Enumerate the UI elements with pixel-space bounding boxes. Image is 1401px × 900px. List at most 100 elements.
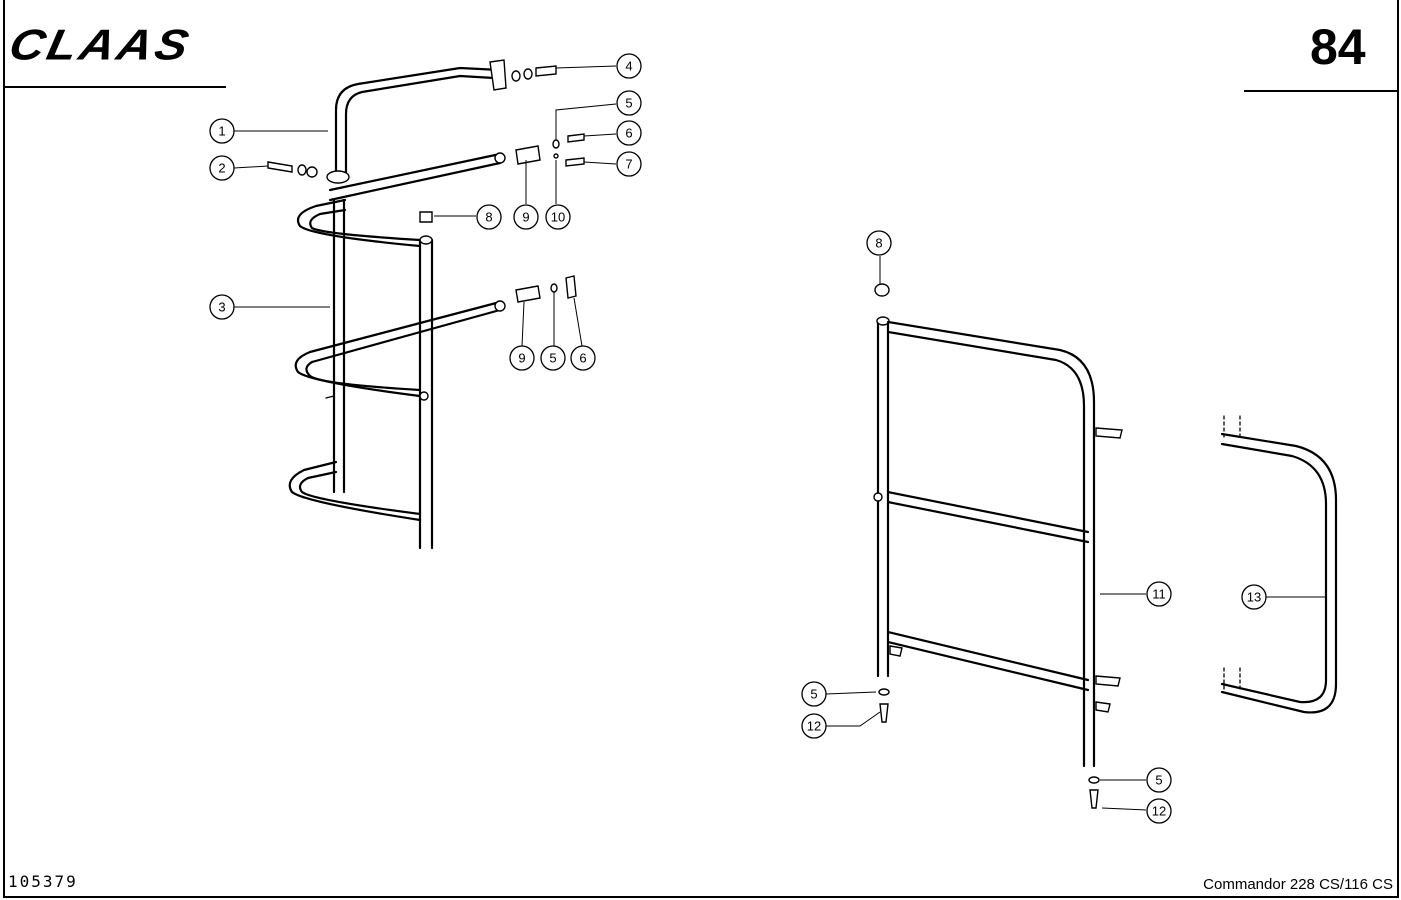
gate-tab-left	[889, 645, 903, 657]
gate-post-top	[876, 316, 890, 326]
callout-12a: 12	[801, 713, 827, 739]
leader-2	[233, 165, 269, 169]
bolt-7	[565, 157, 585, 167]
washer-4	[523, 68, 533, 80]
callout-label: 13	[1247, 590, 1261, 605]
callout-7: 7	[616, 151, 642, 177]
callout-label: 12	[807, 719, 821, 734]
callout-label: 5	[549, 351, 556, 366]
callout-9b: 9	[509, 345, 535, 371]
crossbar-end	[494, 152, 506, 164]
callout-label: 8	[485, 210, 492, 225]
leader-6b	[573, 297, 583, 347]
frame-bottom-border	[3, 896, 1399, 898]
bow-outer	[1220, 432, 1338, 714]
callout-label: 5	[1155, 773, 1162, 788]
leader-12a	[826, 711, 881, 727]
callout-8b: 8	[866, 230, 892, 256]
middle-loop	[294, 350, 422, 398]
callout-3: 3	[209, 294, 235, 320]
callout-4: 4	[616, 53, 642, 79]
header-rule-right	[1244, 90, 1399, 92]
callout-label: 9	[522, 210, 529, 225]
bottom-loop-inner	[298, 470, 422, 516]
handle-foot-plate	[326, 170, 350, 184]
leader-6a	[583, 133, 617, 137]
gate-top-rail-inner	[886, 330, 1086, 768]
callout-label: 5	[625, 96, 632, 111]
washer-5-gate-left	[878, 688, 890, 696]
bow-mount-lines-top	[1223, 415, 1241, 439]
frame-left-border	[3, 0, 5, 898]
callout-13: 13	[1241, 584, 1267, 610]
callout-label: 12	[1152, 804, 1166, 819]
washer-10	[553, 153, 559, 159]
callout-label: 10	[551, 210, 565, 225]
leader-5c	[825, 691, 877, 695]
screw-12-gate-left	[879, 703, 889, 723]
handle-tube	[334, 66, 502, 182]
gate-top-rail	[886, 320, 1096, 768]
cap-8-upper	[419, 211, 433, 223]
leader-12b	[1101, 807, 1147, 811]
bolt-4	[535, 65, 557, 77]
leader-lines	[233, 65, 1326, 811]
upper-crossbar	[328, 152, 502, 192]
gate-tab-lower	[1095, 701, 1111, 713]
callout-label: 1	[218, 124, 225, 139]
leader-4	[555, 65, 617, 69]
middle-crossbar	[308, 300, 502, 354]
upper-crossbar-inner	[328, 161, 502, 202]
bow-inner	[1220, 442, 1328, 704]
callout-label: 9	[518, 351, 525, 366]
callout-label: 2	[218, 161, 225, 176]
drawing-number: 105379	[8, 872, 78, 891]
gate-assembly-right	[873, 283, 1338, 809]
header-rule-left	[3, 86, 226, 88]
callout-5c: 5	[801, 681, 827, 707]
gate-bottom-rail	[886, 630, 1090, 682]
callout-label: 4	[625, 59, 632, 74]
frame-right-border	[1397, 0, 1399, 898]
handle-tube-inner	[344, 74, 496, 182]
gate-middle-joint	[873, 492, 883, 502]
leader-7	[583, 161, 617, 165]
middle-crossbar-end	[494, 300, 506, 312]
callout-label: 6	[625, 126, 632, 141]
middle-joint	[419, 391, 429, 401]
washer-2	[297, 164, 307, 176]
sleeve-9-lower	[515, 285, 541, 303]
callout-5a: 5	[616, 90, 642, 116]
callout-label: 5	[810, 687, 817, 702]
callout-label: 3	[218, 300, 225, 315]
callout-label: 6	[579, 351, 586, 366]
callout-6b: 6	[570, 345, 596, 371]
gate-middle-rail	[886, 490, 1090, 534]
callout-label: 7	[625, 157, 632, 172]
bolt-2	[267, 161, 293, 173]
callout-label: 8	[875, 236, 882, 251]
nut-2	[306, 166, 318, 178]
callout-6a: 6	[616, 120, 642, 146]
leader-9b	[521, 301, 525, 347]
cap-8-lower	[874, 283, 890, 297]
callout-2: 2	[209, 155, 235, 181]
washer-5-upper	[552, 139, 560, 149]
gate-bottom-rail-inner	[886, 640, 1090, 692]
middle-loop-inner	[305, 360, 422, 392]
washer-5-gate-right	[1088, 776, 1100, 784]
model-label: Commandor 228 CS/116 CS	[1203, 876, 1393, 893]
callout-1: 1	[209, 118, 235, 144]
callout-label: 11	[1152, 587, 1166, 602]
railing-assembly-left	[267, 59, 585, 550]
callout-5d: 5	[1146, 767, 1172, 793]
bow-mount-lines-bottom	[1223, 667, 1241, 691]
callout-12b: 12	[1146, 798, 1172, 824]
callout-10: 10	[545, 204, 571, 230]
bolt-6-upper	[567, 133, 585, 143]
callout-8a: 8	[476, 204, 502, 230]
sleeve-9-upper	[515, 145, 541, 165]
top-loop-inner	[309, 208, 422, 242]
page-number: 84	[1310, 19, 1366, 75]
